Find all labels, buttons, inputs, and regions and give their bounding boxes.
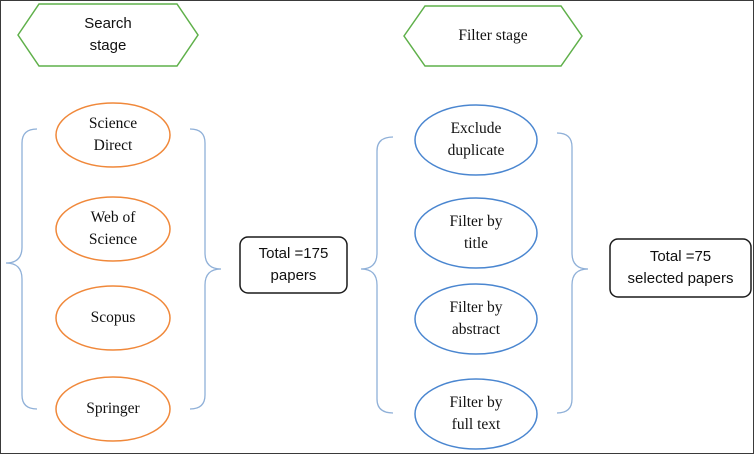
search-total-label: Total =175 papers [258, 245, 329, 284]
filter-ellipse-full-text [414, 378, 538, 450]
source-ellipse-springer [55, 376, 171, 442]
filter-stage-label: Filter stage [458, 26, 528, 44]
source-label-web-of-science: Web of Science [88, 208, 138, 248]
source-label-science-direct: Science Direct [88, 114, 138, 154]
selected-total-box [609, 238, 752, 298]
filter-ellipse-title [414, 197, 538, 269]
source-ellipse-web-of-science [55, 196, 171, 262]
filter-right-brace [556, 132, 589, 414]
search-total-box [239, 236, 348, 294]
filter-label-abstract: Filter by abstract [449, 298, 503, 338]
filter-ellipse-exclude-duplicate [414, 104, 538, 176]
source-ellipse-scopus [55, 285, 171, 351]
filter-stage-hexagon [403, 5, 583, 67]
source-label-springer: Springer [86, 399, 140, 417]
source-ellipse-science-direct [55, 102, 171, 168]
source-label-scopus: Scopus [90, 308, 136, 326]
search-right-brace [189, 128, 222, 410]
search-left-brace [5, 128, 38, 410]
search-stage-hexagon [17, 3, 199, 67]
filter-label-title: Filter by title [449, 212, 503, 252]
filter-label-full-text: Filter by full text [449, 393, 503, 433]
search-stage-label: Search stage [84, 15, 132, 54]
filter-ellipse-abstract [414, 283, 538, 355]
filter-left-brace [360, 136, 394, 414]
selected-total-label: Total =75 selected papers [627, 248, 734, 287]
filter-label-exclude-duplicate: Exclude duplicate [447, 119, 505, 159]
